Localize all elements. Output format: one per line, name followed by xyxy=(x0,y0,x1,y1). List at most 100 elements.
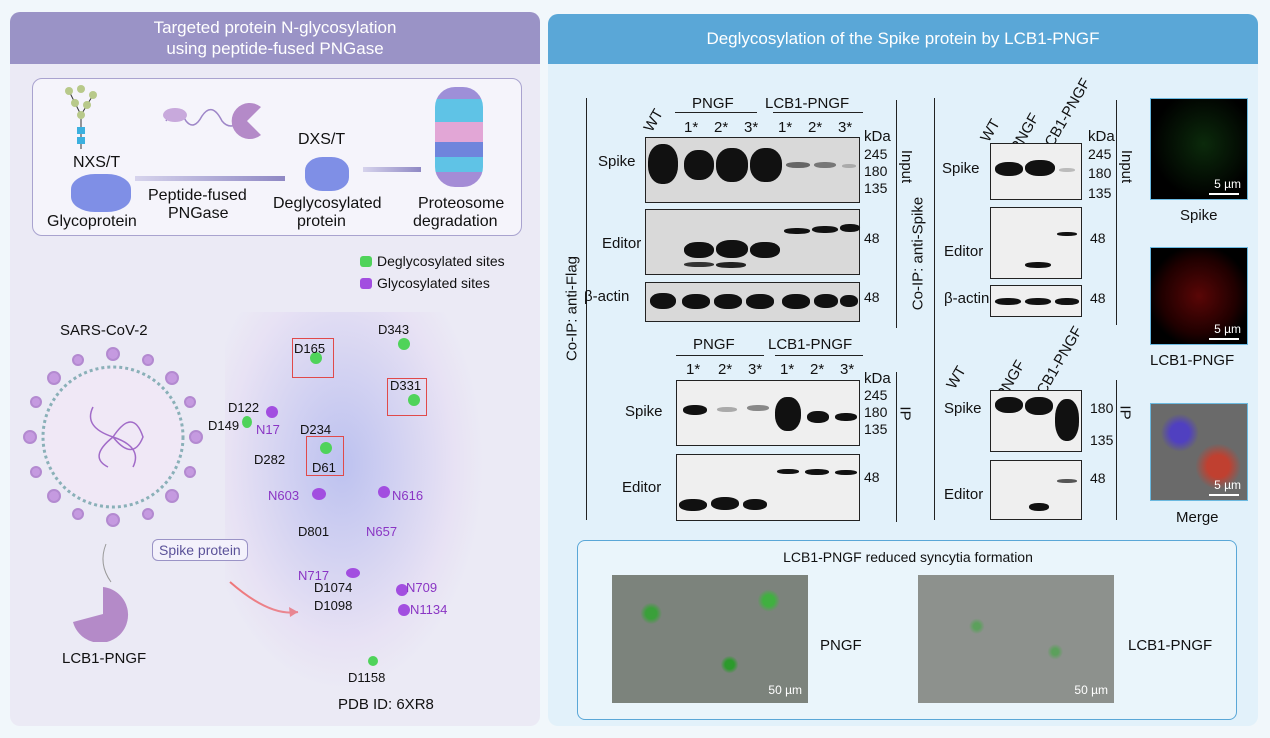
lane-label: 2* xyxy=(714,119,729,136)
arrow-icon xyxy=(135,176,285,181)
marker: 245 xyxy=(864,146,888,162)
site-label: D234 xyxy=(300,422,332,437)
divider xyxy=(1116,100,1118,325)
sars-cov-2-virus-icon xyxy=(23,347,203,527)
lane-label: 2* xyxy=(810,361,825,378)
marker: 48 xyxy=(1090,470,1106,486)
site-label: N657 xyxy=(366,524,398,539)
row-spike: Spike xyxy=(944,400,982,417)
syncytia-title: LCB1-PNGF reduced syncytia formation xyxy=(783,549,1033,565)
mechanism-scheme: NXS/T Glycoprotein Peptide-fused PNGase … xyxy=(32,78,522,236)
spike-image: 5 µm xyxy=(1150,98,1248,200)
peptide-fused-pngase-icon xyxy=(163,103,261,139)
lcb1-pngf-icon xyxy=(73,587,129,642)
glycosylated-site-marker xyxy=(396,584,408,596)
arrow-icon xyxy=(363,167,421,172)
lane-label: 3* xyxy=(840,361,855,378)
site-label: D801 xyxy=(298,524,330,539)
pdb-id-label: PDB ID: 6XR8 xyxy=(338,696,434,713)
blot-ip-editor xyxy=(676,454,860,521)
marker: 48 xyxy=(1090,230,1106,246)
group-line xyxy=(675,112,757,114)
blot-ip-spike xyxy=(676,380,860,446)
scale-label: 5 µm xyxy=(1214,322,1241,336)
row-editor: Editor xyxy=(602,235,642,252)
group-pngf: PNGF xyxy=(693,336,735,353)
site-label: D343 xyxy=(378,322,410,337)
highlight-d331 xyxy=(387,378,427,416)
row-actin: β-actin xyxy=(584,288,630,305)
row-spike: Spike xyxy=(625,403,663,420)
divider xyxy=(1116,380,1118,520)
marker: 180 xyxy=(1090,400,1114,416)
scale-bar xyxy=(1209,338,1239,340)
marker: 48 xyxy=(1090,290,1106,306)
site-label: D1098 xyxy=(314,598,353,613)
group-lcb1: LCB1-PNGF xyxy=(765,95,850,112)
left-panel-header: Targeted protein N-glycosylation using p… xyxy=(10,12,540,64)
divider xyxy=(896,372,898,522)
deglycosylated-protein-icon xyxy=(305,157,349,191)
divider xyxy=(896,100,898,328)
lcb1-pngf-label: LCB1-PNGF xyxy=(62,650,147,667)
left-panel: Targeted protein N-glycosylation using p… xyxy=(10,12,540,726)
co-ip-anti-flag-label: Co-IP: anti-Flag xyxy=(563,255,581,362)
marker: 48 xyxy=(864,289,880,305)
merge-image: 5 µm xyxy=(1150,403,1248,501)
marker: 135 xyxy=(864,421,888,437)
spike-protein-label: Spike protein xyxy=(152,539,248,561)
spike-image-label: Spike xyxy=(1180,207,1218,224)
glycoprotein-label: Glycoprotein xyxy=(47,213,137,230)
site-label: D331 xyxy=(390,378,422,393)
row-editor: Editor xyxy=(622,479,662,496)
kda-label: kDa xyxy=(864,370,891,387)
proteo-line2: degradation xyxy=(413,213,498,230)
deglycosylated-site-marker xyxy=(368,656,378,666)
marker: 180 xyxy=(1088,165,1112,181)
row-spike: Spike xyxy=(942,160,980,177)
row-actin: β-actin xyxy=(944,290,990,307)
deglyco-line2: protein xyxy=(297,213,346,230)
glycosylated-site-marker xyxy=(398,604,410,616)
lane-label: 1* xyxy=(684,119,699,136)
highlight-d165 xyxy=(292,338,334,378)
deglycosylated-site-marker xyxy=(408,394,420,406)
right-panel-header: Deglycosylation of the Spike protein by … xyxy=(548,14,1258,64)
site-label: N616 xyxy=(392,488,424,503)
glycosylated-site-marker xyxy=(346,568,360,578)
nxst-label: NXS/T xyxy=(73,154,121,171)
site-label: D282 xyxy=(254,452,286,467)
lcb1-image-label: LCB1-PNGF xyxy=(1128,637,1213,654)
marker: 245 xyxy=(864,387,888,403)
site-label: N603 xyxy=(268,488,300,503)
blot-ip-editor-2 xyxy=(990,460,1082,520)
lcb1-pngf-image: 5 µm xyxy=(1150,247,1248,345)
virus-label: SARS-CoV-2 xyxy=(60,322,148,339)
pngase-line2: PNGase xyxy=(168,205,229,222)
blot-input-spike-2 xyxy=(990,143,1082,200)
scale-label: 50 µm xyxy=(768,683,802,697)
syncytia-box: LCB1-PNGF reduced syncytia formation 50 … xyxy=(577,540,1237,720)
deglyco-line1: Deglycosylated xyxy=(273,195,382,212)
deglycosylated-site-marker xyxy=(310,352,322,364)
site-label: D61 xyxy=(312,460,336,475)
lane-label: 1* xyxy=(778,119,793,136)
glycosylated-site-marker xyxy=(266,406,278,418)
marker: 48 xyxy=(864,230,880,246)
lane-label: 1* xyxy=(780,361,795,378)
group-lcb1: LCB1-PNGF xyxy=(768,336,853,353)
scale-bar xyxy=(1209,494,1239,496)
marker: 48 xyxy=(864,469,880,485)
lcb1-syncytia-image: 50 µm xyxy=(918,575,1114,703)
glycosylated-swatch xyxy=(360,278,372,289)
scale-label: 5 µm xyxy=(1214,478,1241,492)
left-title-line2: using peptide-fused PNGase xyxy=(166,39,384,58)
glycosylated-site-marker xyxy=(312,488,326,500)
deglycosylated-site-marker xyxy=(242,416,252,428)
marker: 245 xyxy=(1088,146,1112,162)
divider xyxy=(934,98,936,520)
blot-input-editor-2 xyxy=(990,207,1082,279)
group-line xyxy=(676,355,764,357)
scale-label: 5 µm xyxy=(1214,177,1241,191)
deglycosylated-site-marker xyxy=(398,338,410,350)
